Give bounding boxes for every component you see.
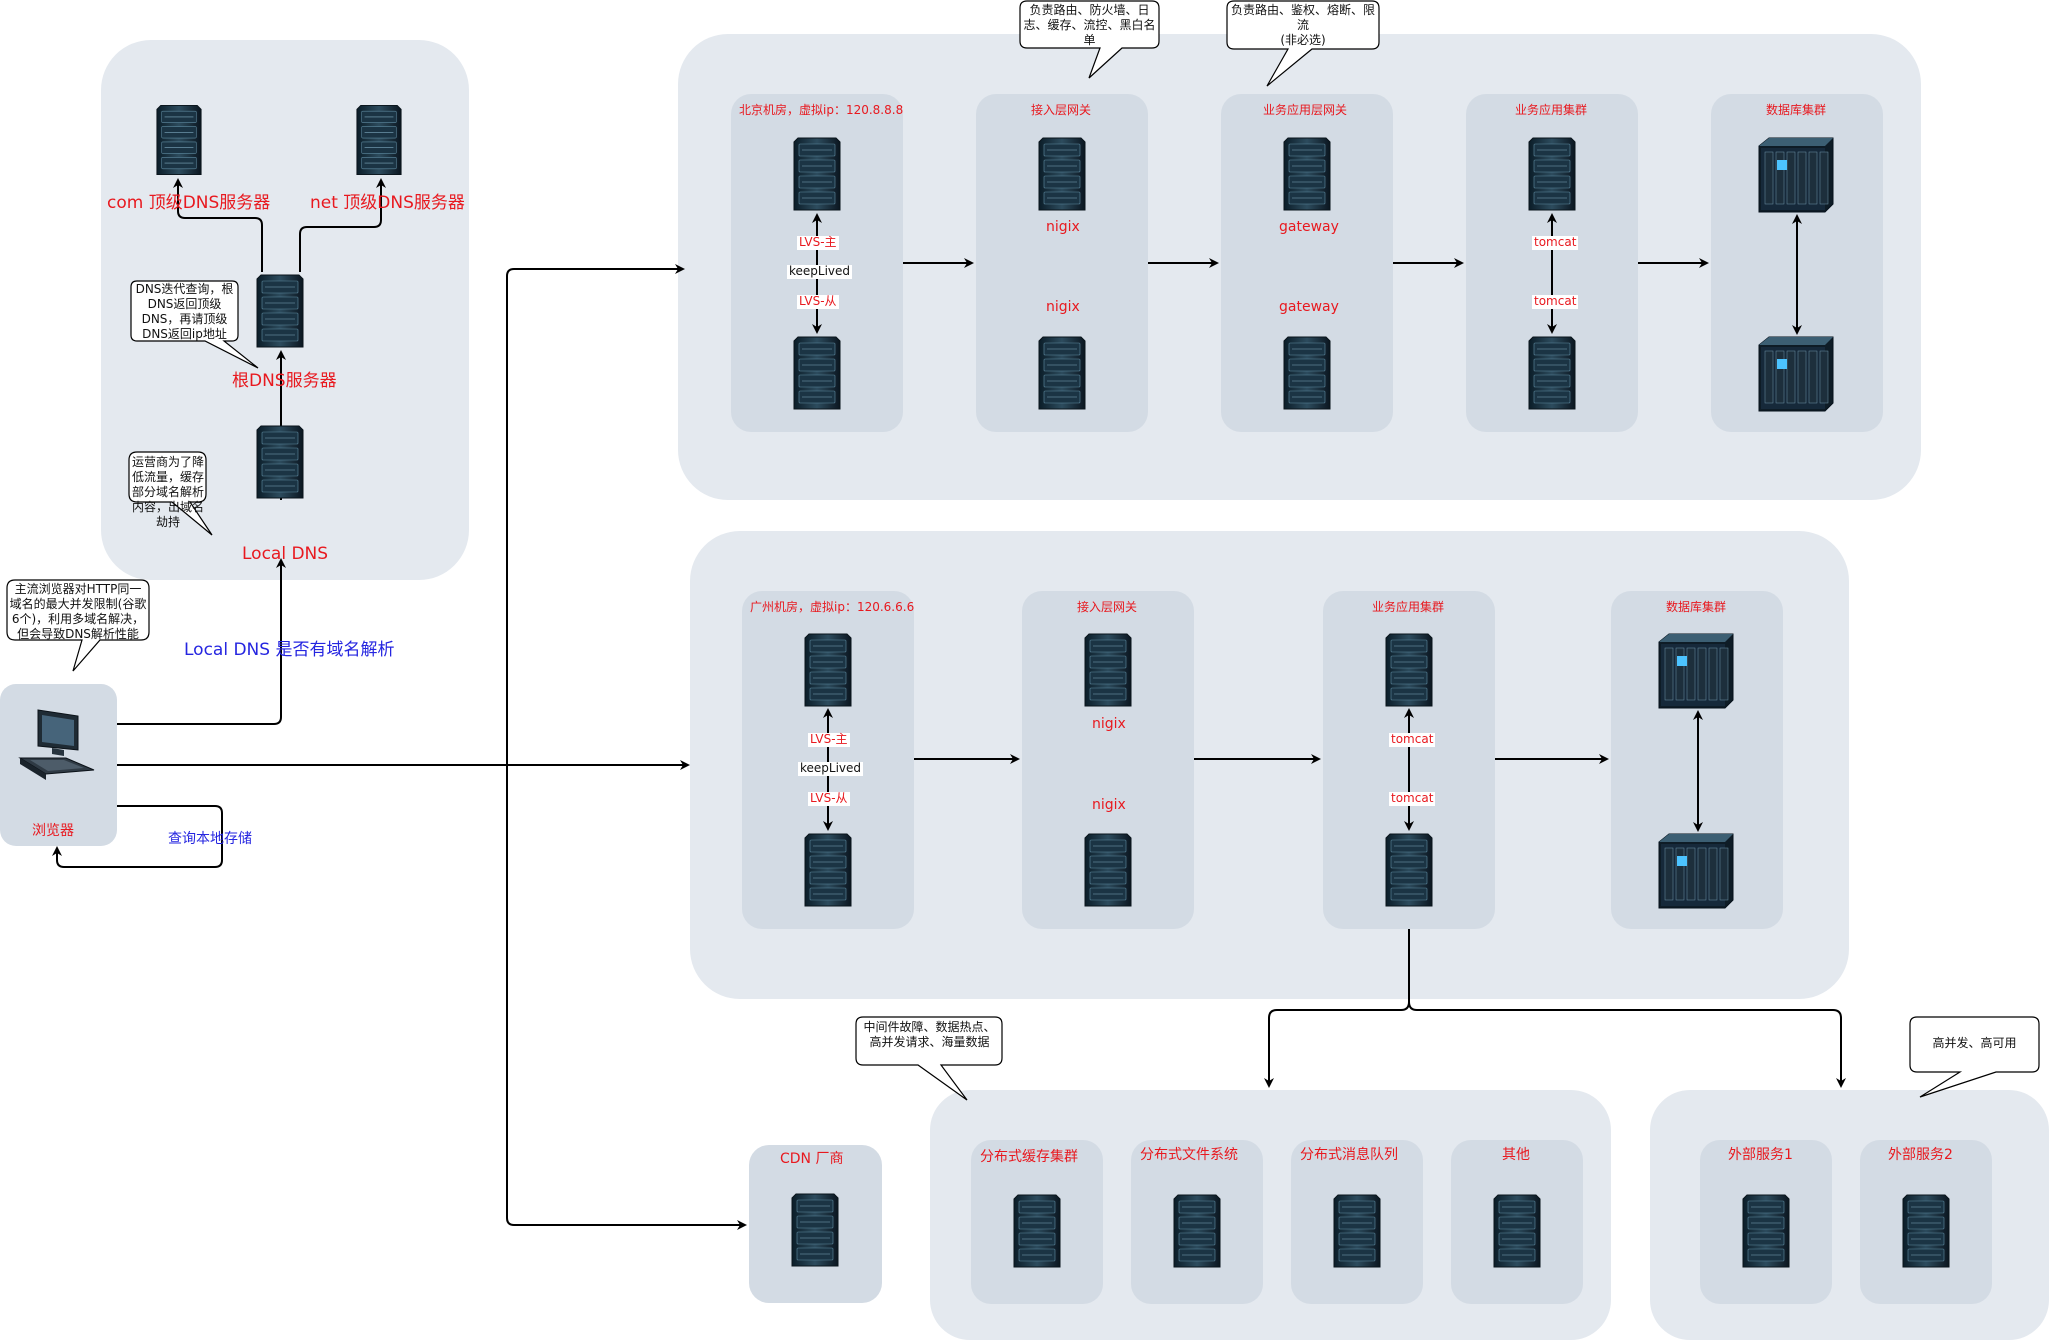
browser-callout-bubble xyxy=(6,579,150,672)
bj-gw-title: 业务应用层网关 xyxy=(1263,103,1348,117)
trunk-to-cdn xyxy=(506,765,747,1230)
gz-app-title: 业务应用集群 xyxy=(1372,600,1445,614)
external-callout-bubble xyxy=(1909,1016,2040,1098)
gz-nginx1-server-icon xyxy=(1083,630,1133,710)
gz-app-down xyxy=(1264,929,1410,1088)
com-dns-server-icon xyxy=(155,100,203,180)
middleware-callout-text: 中间件故障、数据热点、高并发请求、海量数据 xyxy=(863,1020,996,1049)
bj-gw1-server-icon xyxy=(1282,134,1332,214)
browser-local-storage-loop xyxy=(52,805,223,868)
dns-root-to-net xyxy=(299,178,386,272)
gz-lvs-slave-server-icon xyxy=(803,830,853,910)
browser-to-localdns xyxy=(117,558,286,725)
bj-tomcat1-label: tomcat xyxy=(1532,235,1579,250)
bj-gw2-server-icon xyxy=(1282,333,1332,413)
gz-lb-title: 广州机房，虚拟ip：120.6.6.6 xyxy=(750,600,915,614)
bj-db2-icon xyxy=(1755,333,1835,413)
gateway-callout-text: 负责路由、鉴权、熔断、限流 (非必选) xyxy=(1230,3,1375,47)
other-label: 其他 xyxy=(1502,1147,1530,1163)
local-dns-server-icon xyxy=(255,422,305,502)
bj-keepalived: keepLived xyxy=(787,264,853,279)
bj-gw1-label: gateway xyxy=(1279,219,1339,235)
gz-db1-icon xyxy=(1655,630,1735,710)
access-callout-text: 负责路由、防火墙、日志、缓存、流控、黑白名单 xyxy=(1023,3,1156,47)
root-callout-text: DNS迭代查询，根DNS返回顶级DNS，再请顶级DNS返回ip地址 xyxy=(135,282,234,341)
ext1-server-icon xyxy=(1741,1191,1791,1271)
gz-nginx1-label: nigix xyxy=(1092,716,1126,732)
browser-computer-icon xyxy=(16,706,96,786)
gz-nginx2-server-icon xyxy=(1083,830,1133,910)
trunk-to-beijing xyxy=(506,264,685,765)
gz-access-title: 接入层网关 xyxy=(1077,600,1138,614)
net-dns-label: net 顶级DNS服务器 xyxy=(310,193,465,213)
gz-tomcat2-server-icon xyxy=(1384,830,1434,910)
net-dns-server-icon xyxy=(355,100,403,180)
bj-db-title: 数据库集群 xyxy=(1766,103,1827,117)
bj-app-title: 业务应用集群 xyxy=(1515,103,1588,117)
gz-lvs-master: LVS-主 xyxy=(808,732,850,747)
gateway-callout-bubble xyxy=(1226,0,1380,87)
bj-nginx2-server-icon xyxy=(1037,333,1087,413)
gz-tomcat2-label: tomcat xyxy=(1389,791,1436,806)
mq-server-icon xyxy=(1332,1191,1382,1271)
bj-tomcat1-server-icon xyxy=(1527,134,1577,214)
bj-tomcat2-label: tomcat xyxy=(1532,294,1579,309)
bj-gw2-label: gateway xyxy=(1279,299,1339,315)
cdn-server-icon xyxy=(790,1190,840,1270)
browser-callout-text: 主流浏览器对HTTP同一域名的最大并发限制(谷歌6个)，利用多域名解决，但会导致… xyxy=(9,582,147,641)
local-dns-label: Local DNS xyxy=(242,544,329,564)
other-server-icon xyxy=(1492,1191,1542,1271)
bj-nginx1-label: nigix xyxy=(1046,219,1080,235)
cache-server-icon xyxy=(1012,1191,1062,1271)
bj-db1-icon xyxy=(1755,134,1835,214)
mq-label: 分布式消息队列 xyxy=(1300,1147,1398,1163)
com-dns-label: com 顶级DNS服务器 xyxy=(107,193,271,213)
cdn-label: CDN 厂商 xyxy=(780,1151,844,1167)
gz-app-to-external xyxy=(1408,1001,1846,1088)
local-storage-label: 查询本地存储 xyxy=(168,831,252,847)
gz-tomcat1-label: tomcat xyxy=(1389,732,1436,747)
root-dns-label: 根DNS服务器 xyxy=(232,371,337,391)
gz-lvs-master-server-icon xyxy=(803,630,853,710)
gz-nginx2-label: nigix xyxy=(1092,797,1126,813)
gz-lvs-slave: LVS-从 xyxy=(808,791,850,806)
browser-label: 浏览器 xyxy=(32,823,74,839)
fs-server-icon xyxy=(1172,1191,1222,1271)
root-callout-bubble xyxy=(130,280,259,369)
gz-tomcat1-server-icon xyxy=(1384,630,1434,710)
dns-root-to-com xyxy=(173,178,263,272)
local-dns-query-label: Local DNS 是否有域名解析 xyxy=(184,640,395,660)
local-callout-bubble xyxy=(128,451,213,536)
bj-nginx1-server-icon xyxy=(1037,134,1087,214)
external-callout-text: 高并发、高可用 xyxy=(1932,1036,2017,1050)
cache-label: 分布式缓存集群 xyxy=(980,1149,1078,1165)
bj-lvs-slave-server-icon xyxy=(792,333,842,413)
bj-lb-title: 北京机房，虚拟ip：120.8.8.8 xyxy=(739,103,904,117)
middleware-callout-bubble xyxy=(855,1016,1003,1101)
gz-keepalived: keepLived xyxy=(798,761,864,776)
bj-tomcat2-server-icon xyxy=(1527,333,1577,413)
bj-lvs-master: LVS-主 xyxy=(797,235,839,250)
bj-lvs-master-server-icon xyxy=(792,134,842,214)
gz-db-title: 数据库集群 xyxy=(1666,600,1727,614)
bj-nginx2-label: nigix xyxy=(1046,299,1080,315)
ext1-label: 外部服务1 xyxy=(1728,1147,1793,1163)
access-callout-bubble xyxy=(1019,0,1160,79)
gz-db2-icon xyxy=(1655,830,1735,910)
root-dns-server-icon xyxy=(255,271,305,351)
local-callout-text: 运营商为了降低流量，缓存部分域名解析内容，出域名劫持 xyxy=(131,455,204,529)
bj-lvs-slave: LVS-从 xyxy=(797,294,839,309)
ext2-label: 外部服务2 xyxy=(1888,1147,1953,1163)
bj-access-title: 接入层网关 xyxy=(1031,103,1092,117)
ext2-server-icon xyxy=(1901,1191,1951,1271)
fs-label: 分布式文件系统 xyxy=(1140,1147,1238,1163)
